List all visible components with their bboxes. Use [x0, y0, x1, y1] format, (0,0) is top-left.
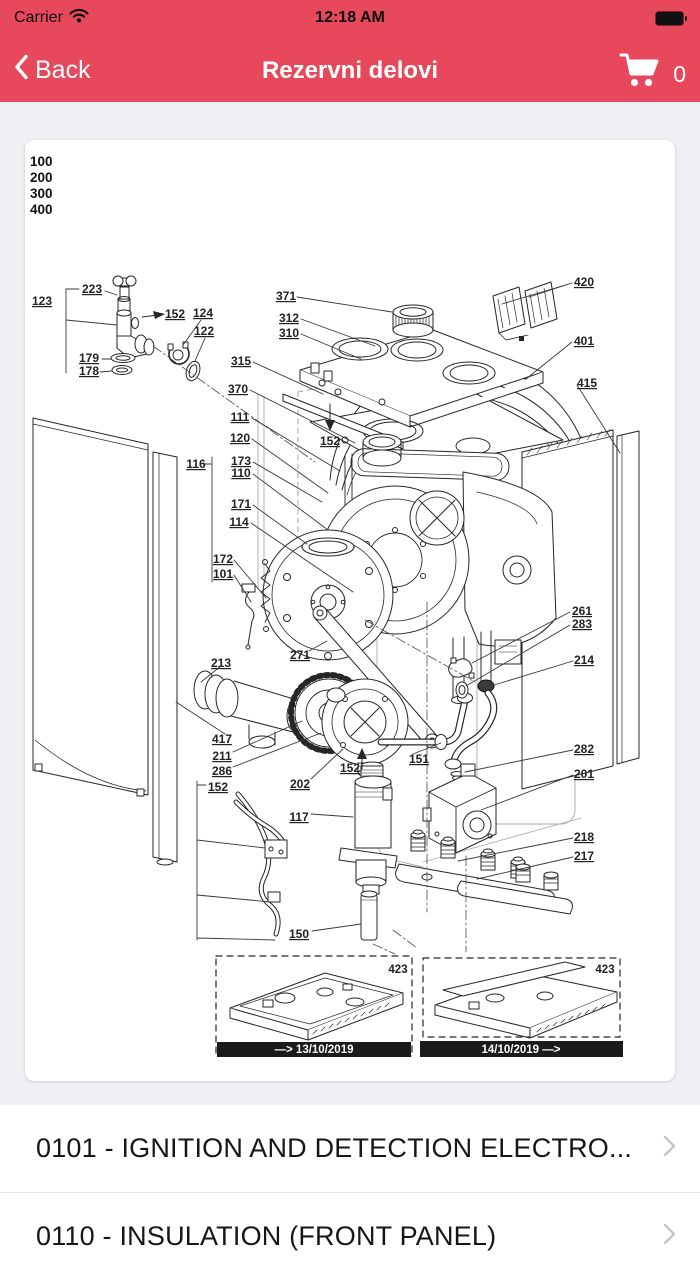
- part-number-label: 122: [194, 324, 214, 338]
- chevron-right-icon: [663, 1223, 676, 1250]
- date-banner-after: 14/10/2019 —>: [482, 1044, 561, 1056]
- part-number-label: 110: [231, 466, 251, 480]
- part-number-label: 213: [211, 656, 231, 670]
- cart-count-badge: 0: [673, 60, 686, 87]
- part-number-label: 172: [213, 552, 233, 566]
- cart-button[interactable]: 0: [619, 52, 686, 96]
- part-number-label: 271: [290, 648, 310, 662]
- list-item-title: 0101 - IGNITION AND DETECTION ELECTRO...: [36, 1133, 633, 1163]
- part-number-label: 114: [229, 515, 249, 529]
- part-number-label: 401: [574, 334, 594, 348]
- part-number-label: 152: [340, 761, 360, 775]
- chevron-right-icon: [663, 1135, 676, 1162]
- variant-box-after: [422, 957, 621, 1039]
- part-number-label: 178: [79, 364, 99, 378]
- machine-drawing: [32, 275, 640, 1057]
- part-number-label: 171: [231, 497, 251, 511]
- parts-list: 0101 - IGNITION AND DETECTION ELECTRO...…: [0, 1105, 700, 1280]
- part-number-label: 152: [320, 434, 340, 448]
- list-item-title: 0110 - INSULATION (FRONT PANEL): [36, 1221, 497, 1251]
- parts-diagram-figure[interactable]: 100 200 300 400: [25, 140, 675, 1081]
- part-number-label: 173: [231, 454, 251, 468]
- leader-lines: [65, 282, 621, 941]
- clock: 12:18 AM: [315, 9, 385, 26]
- part-number-label: 423: [595, 964, 614, 976]
- part-number-label: 211: [212, 749, 232, 763]
- diagram-legend: 100 200 300 400: [30, 154, 53, 217]
- part-number-label: 417: [212, 732, 232, 746]
- navigation-bar: Back Rezervni delovi 0: [0, 40, 700, 102]
- part-number-label: 152: [165, 307, 185, 321]
- wifi-icon: [69, 8, 89, 28]
- part-number-label: 286: [212, 764, 232, 778]
- part-number-label: 370: [228, 382, 248, 396]
- part-number-label: 415: [577, 376, 597, 390]
- app-header: Carrier 12:18 AM Back Rezervni delovi: [0, 0, 700, 102]
- part-number-label: 124: [193, 306, 213, 320]
- diagram-card: 100 200 300 400: [25, 140, 675, 1081]
- svg-text:400: 400: [30, 202, 53, 217]
- part-number-label: 223: [82, 282, 102, 296]
- part-number-label: 120: [230, 431, 250, 445]
- svg-text:100: 100: [30, 154, 53, 169]
- part-number-label: 371: [276, 289, 296, 303]
- part-number-label: 151: [409, 752, 429, 766]
- back-button[interactable]: Back: [14, 54, 91, 87]
- part-number-label: 214: [574, 653, 594, 667]
- svg-text:300: 300: [30, 186, 53, 201]
- variant-banners: —> 13/10/2019 14/10/2019 —> 423 423: [217, 964, 623, 1057]
- back-chevron-icon: [14, 54, 29, 87]
- date-banner-before: —> 13/10/2019: [275, 1044, 354, 1056]
- carrier-label: Carrier: [14, 9, 63, 26]
- part-number-label: 315: [231, 354, 251, 368]
- cart-icon: [619, 52, 661, 96]
- part-number-label: 312: [279, 311, 299, 325]
- variant-box-before: [215, 955, 413, 1057]
- part-number-label: 310: [279, 326, 299, 340]
- page-title: Rezervni delovi: [261, 57, 439, 84]
- part-number-label: 282: [574, 742, 594, 756]
- part-number-label: 423: [388, 964, 407, 976]
- part-number-label: 117: [289, 810, 309, 824]
- part-number-label: 116: [186, 457, 206, 471]
- list-item-0110[interactable]: 0110 - INSULATION (FRONT PANEL): [0, 1192, 700, 1280]
- status-bar: Carrier 12:18 AM: [0, 0, 700, 40]
- part-number-label: 420: [574, 275, 594, 289]
- battery-icon: [655, 11, 687, 26]
- back-label: Back: [35, 56, 91, 84]
- list-item-0101[interactable]: 0101 - IGNITION AND DETECTION ELECTRO...: [0, 1105, 700, 1192]
- part-number-label: 218: [574, 830, 594, 844]
- part-number-label: 150: [289, 927, 309, 941]
- part-number-label: 101: [213, 567, 233, 581]
- part-number-label: 111: [231, 410, 250, 424]
- part-number-label: 201: [574, 767, 594, 781]
- svg-text:200: 200: [30, 170, 53, 185]
- part-number-label: 179: [79, 351, 99, 365]
- part-number-label: 261: [572, 604, 592, 618]
- part-number-label: 123: [32, 294, 52, 308]
- part-number-label: 152: [208, 780, 228, 794]
- part-number-label: 283: [572, 617, 592, 631]
- part-number-label: 202: [290, 777, 310, 791]
- part-number-label: 217: [574, 849, 594, 863]
